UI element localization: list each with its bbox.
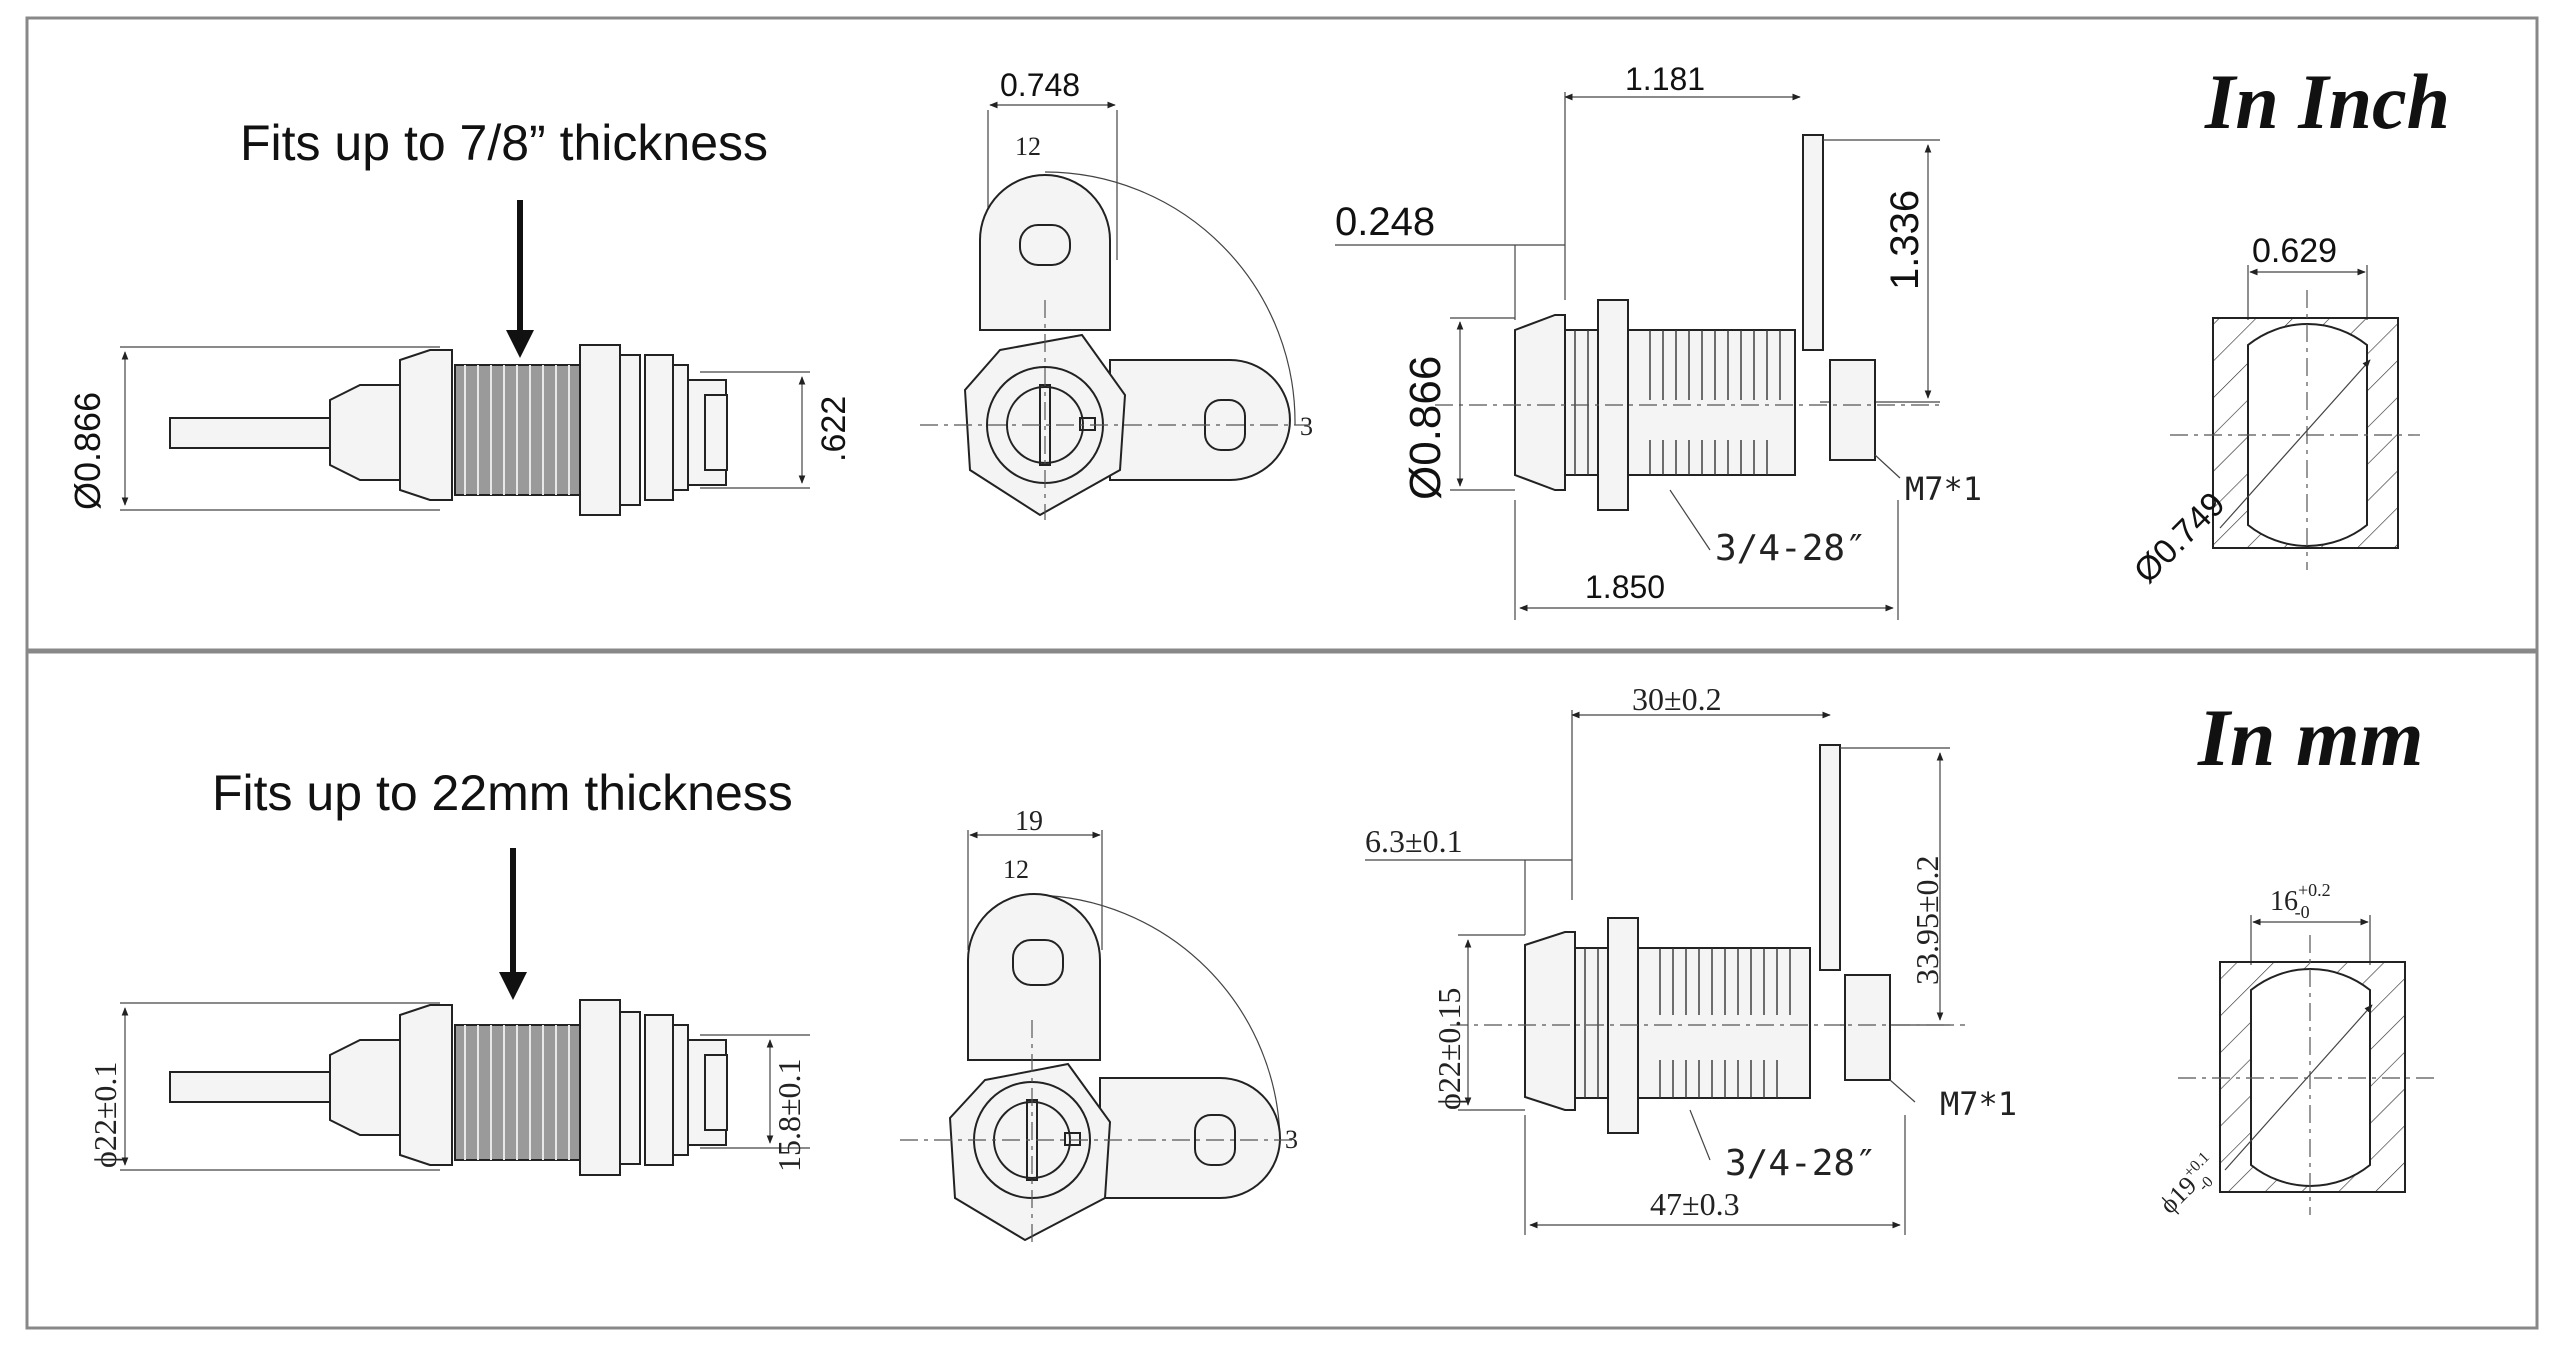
mm-front-width: 19 [1015, 806, 1043, 837]
inch-front-width: 0.748 [1000, 67, 1080, 103]
mm-front-pos-12: 12 [1003, 855, 1029, 884]
mm-assy-thread: 3/4-28″ [1725, 1143, 1877, 1184]
mm-front-view: 19 12 3 [900, 806, 1298, 1245]
mm-cutout-flat: 16+0.2-0 [2270, 880, 2331, 922]
mm-assy-length-top: 30±0.2 [1632, 681, 1722, 717]
inch-front-pos-3: 3 [1300, 412, 1313, 441]
mm-assy-length-total: 47±0.3 [1650, 1186, 1740, 1222]
mm-side-dia: ϕ22±0.1 [87, 1062, 123, 1168]
inch-assy-thread: 3/4-28″ [1715, 528, 1867, 569]
inch-side-dia: Ø0.866 [67, 392, 108, 510]
mm-side-view: Fits up to 22mm thickness ϕ22± [87, 765, 810, 1176]
mm-cutout-dia: ϕ19+0.1-0 [2152, 1149, 2227, 1224]
mm-assy-flange: 6.3±0.1 [1365, 823, 1463, 859]
mm-assy-dia: ϕ22±0.15 [1431, 988, 1467, 1110]
inch-assy-length-top: 1.181 [1625, 61, 1705, 97]
inch-panel-frame [25, 16, 2539, 652]
inch-side-nut-height: .622 [815, 396, 853, 462]
inch-cutout: 0.629 Ø0.749 [2127, 232, 2420, 591]
inch-assy-dia: Ø0.866 [1401, 356, 1450, 500]
mm-title: In mm [2197, 692, 2424, 783]
inch-front-view: 0.748 12 3 [920, 67, 1313, 520]
inch-fit-note: Fits up to 7/8” thickness [240, 115, 768, 171]
inch-assy-nut: M7*1 [1905, 470, 1982, 508]
mm-assembly-view: 30±0.2 6.3±0.1 33.95±0.2 [1365, 681, 2017, 1235]
mm-assy-nut: M7*1 [1940, 1085, 2017, 1123]
mm-panel-frame [25, 650, 2539, 1330]
inch-assy-length-total: 1.850 [1585, 569, 1665, 605]
inch-cutout-flat: 0.629 [2252, 232, 2337, 270]
mm-cutout: 16+0.2-0 ϕ19+0.1-0 [2152, 880, 2440, 1224]
inch-assembly-view: 1.181 0.248 1.336 [1335, 61, 1982, 620]
inch-title: In Inch [2204, 58, 2450, 145]
mm-fit-note: Fits up to 22mm thickness [212, 765, 793, 821]
mm-assy-cam-height: 33.95±0.2 [1909, 855, 1945, 985]
inch-assy-cam-height: 1.336 [1883, 190, 1927, 290]
mm-panel: In mm Fits up to 22mm thickness [87, 681, 2440, 1245]
inch-side-view: Fits up to 7/8” thickness [67, 115, 853, 516]
mm-side-nut-height: 15.8±0.1 [771, 1058, 807, 1172]
inch-front-pos-12: 12 [1015, 132, 1041, 161]
inch-panel: In Inch Fits up to 7/8” thickness [67, 58, 2450, 620]
inch-assy-flange: 0.248 [1335, 200, 1435, 244]
